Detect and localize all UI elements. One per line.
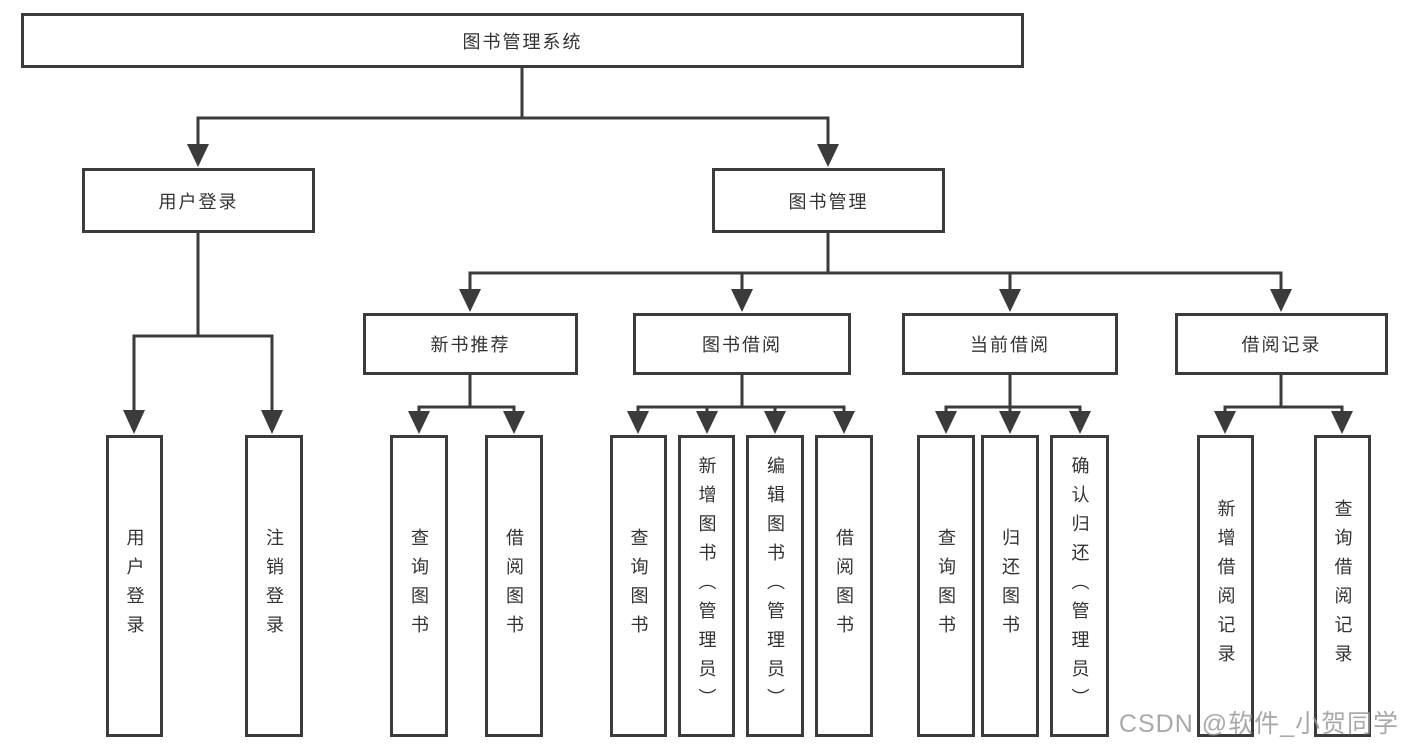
leaf-return-books: 归还图书 — [981, 435, 1039, 737]
leaf-add-borrow-record: 新增借阅记录 — [1197, 435, 1254, 737]
leaf-query-borrow-record: 查询借阅记录 — [1314, 435, 1371, 737]
leaf-edit-books-admin-label: 编辑图书（管理员） — [765, 455, 785, 717]
leaf-add-borrow-record-label: 新增借阅记录 — [1215, 499, 1236, 673]
leaf-borrow-books-1: 借阅图书 — [485, 435, 543, 737]
node-borrow-records: 借阅记录 — [1175, 313, 1388, 375]
node-borrow-records-label: 借阅记录 — [1241, 335, 1322, 355]
leaf-user-login: 用户登录 — [106, 435, 163, 737]
arrowheads — [123, 144, 1353, 434]
leaf-confirm-return-admin-label: 确认归还（管理员） — [1069, 455, 1090, 717]
leaf-logout: 注销登录 — [245, 435, 303, 737]
leaf-user-login-label: 用户登录 — [124, 528, 145, 644]
node-new-book-recommend: 新书推荐 — [363, 313, 578, 375]
leaf-query-books-1: 查询图书 — [390, 435, 448, 737]
node-root-label: 图书管理系统 — [462, 31, 583, 52]
leaf-return-books-label: 归还图书 — [1000, 528, 1020, 644]
leaf-edit-books-admin: 编辑图书（管理员） — [746, 435, 804, 737]
leaf-query-borrow-record-label: 查询借阅记录 — [1332, 499, 1353, 673]
node-book-borrowing: 图书借阅 — [633, 313, 851, 375]
leaf-query-books-3: 查询图书 — [917, 435, 975, 737]
leaf-confirm-return-admin: 确认归还（管理员） — [1050, 435, 1109, 737]
leaf-query-books-2: 查询图书 — [610, 435, 667, 737]
leaf-borrow-books-1-label: 借阅图书 — [504, 528, 524, 644]
node-user-login-label: 用户登录 — [158, 191, 239, 212]
node-current-borrowing-label: 当前借阅 — [970, 335, 1050, 355]
leaf-logout-label: 注销登录 — [264, 528, 284, 644]
leaf-add-books-admin-label: 新增图书（管理员） — [696, 455, 717, 717]
leaf-borrow-books-2-label: 借阅图书 — [834, 528, 854, 644]
node-book-borrowing-label: 图书借阅 — [702, 335, 782, 355]
leaf-borrow-books-2: 借阅图书 — [815, 435, 873, 737]
leaf-add-books-admin: 新增图书（管理员） — [678, 435, 735, 737]
node-user-login: 用户登录 — [82, 168, 315, 233]
node-root: 图书管理系统 — [21, 13, 1024, 68]
node-book-management-label: 图书管理 — [788, 191, 869, 212]
node-current-borrowing: 当前借阅 — [902, 313, 1118, 375]
leaf-query-books-2-label: 查询图书 — [628, 528, 649, 644]
leaf-query-books-3-label: 查询图书 — [936, 528, 956, 644]
leaf-query-books-1-label: 查询图书 — [409, 528, 429, 644]
node-book-management: 图书管理 — [712, 168, 945, 233]
node-new-book-recommend-label: 新书推荐 — [430, 335, 511, 355]
